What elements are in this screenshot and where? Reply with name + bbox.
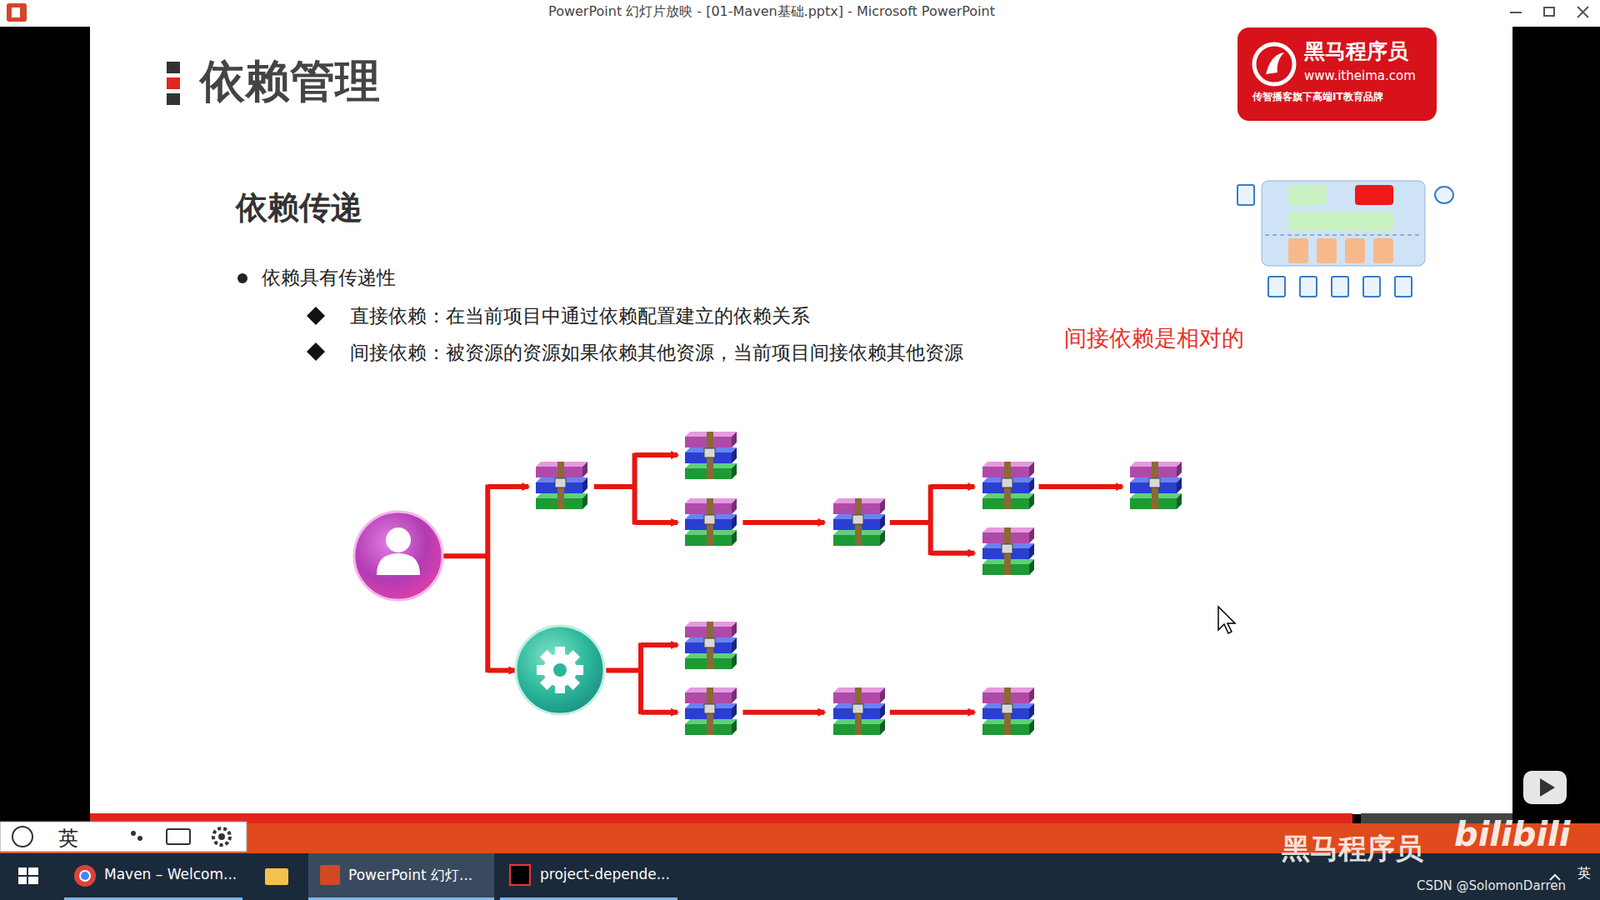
taskbar-label: PowerPoint 幻灯... [348,865,473,885]
bilibili-logo: bilibili [1454,815,1571,854]
dependency-line [638,642,644,715]
red-note: 间接依赖是相对的 [1064,323,1245,354]
brand-url: www.itheima.com [1304,68,1416,84]
dependency-line [890,520,931,525]
dependency-line [640,710,678,715]
logo-icon [1249,39,1300,90]
dependency-line [1039,484,1123,490]
logo-text-column: 黑马程序员 www.itheima.com 传智播客旗下高端IT教育品牌 [1237,27,1437,111]
window-title: PowerPoint 幻灯片放映 - [01-Maven基础.pptx] - M… [0,3,1544,21]
dependency-line [605,668,641,674]
taskbar-button: Maven – Welcom... [64,853,243,898]
dependency-line [485,485,490,673]
dependency-line [742,520,825,525]
dependency-line [635,452,679,458]
dependency-line [742,710,825,715]
dependency-line [928,485,934,556]
watermark: 黑马程序员 [1281,830,1424,869]
dependency-line [930,550,975,556]
brand-slogan: 传智播客旗下高端IT教育品牌 [1252,90,1384,105]
dependency-line [487,668,515,674]
dependency-line [635,520,679,525]
dependency-line [441,553,488,559]
bullet-text: 依赖具有传递性 [261,265,396,291]
taskbar-button: project-depende... [500,853,678,898]
tray-ime: 英 [1577,865,1591,883]
logo-box: 黑马程序员 www.itheima.com 传智播客旗下高端IT教育品牌 [1237,27,1437,121]
dependency-line [487,484,529,490]
ime-mode: 英 [58,825,79,852]
bullet-text: 间接依赖：被资源的资源如果依赖其他资源，当前项目间接依赖其他资源 [350,340,964,366]
dependency-line [930,484,975,490]
taskbar-label: Maven – Welcom... [104,865,237,883]
taskbar-button: PowerPoint 幻灯... [308,853,495,898]
taskbar-label: project-depende... [540,865,670,883]
bullet-text: 直接依赖：在当前项目中通过依赖配置建立的依赖关系 [350,303,810,330]
brand-name: 黑马程序员 [1304,37,1409,65]
dependency-line [640,642,678,648]
dependency-line [890,710,975,715]
dependency-line [594,484,635,490]
csdn-watermark: CSDN @SolomonDarren [1416,878,1566,894]
section-heading: 依赖传递 [235,186,363,230]
slide-title: 依赖管理 [200,51,380,113]
dependency-line [632,453,638,525]
